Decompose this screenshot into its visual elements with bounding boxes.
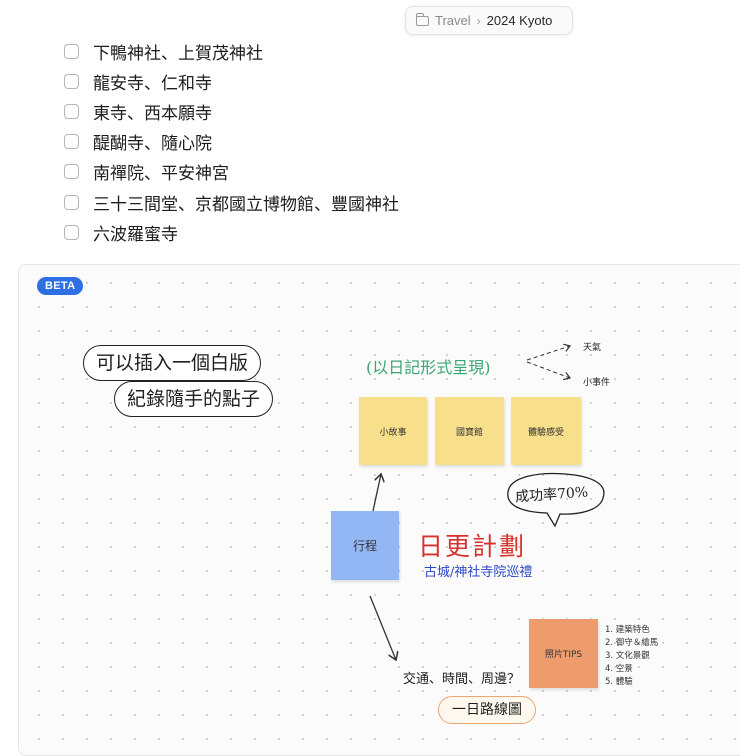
checkbox-icon[interactable] (64, 164, 79, 180)
todo-item[interactable]: 南禪院、平安神宮 (64, 157, 399, 187)
checkbox-icon[interactable] (64, 103, 79, 119)
beta-badge: BETA (37, 277, 84, 295)
speech-bubble-outline (507, 472, 605, 528)
breadcrumb-parent[interactable]: Travel (435, 13, 471, 28)
whiteboard-canvas[interactable] (18, 264, 740, 756)
branch-label[interactable]: 天氣 (583, 343, 602, 353)
branch-label[interactable]: 小事件 (583, 378, 611, 388)
tips-list-item: 1. 建築特色 (605, 625, 650, 635)
checkbox-icon[interactable] (64, 224, 79, 240)
route-map-pill[interactable]: 一日路線圖 (438, 696, 536, 724)
handwriting-day-plan[interactable]: 日更計劃 (418, 532, 527, 561)
transport-note[interactable]: 交通、時間、周邊？ (403, 672, 521, 687)
checkbox-icon[interactable] (64, 134, 79, 150)
todo-item[interactable]: 三十三間堂、京都國立博物館、豐國神社 (64, 187, 399, 217)
todo-item-label: 下鴨神社、上賀茂神社 (93, 43, 263, 64)
todo-item-label: 六波羅蜜寺 (93, 224, 178, 245)
tips-list-item: 5. 體驗 (605, 677, 633, 687)
arrow-down (369, 595, 396, 660)
checkbox-icon[interactable] (64, 194, 79, 210)
todo-list: 下鴨神社、上賀茂神社 龍安寺、仁和寺 東寺、西本願寺 醍醐寺、隨心院 南禪院、平… (64, 36, 399, 247)
arrow-up (372, 474, 381, 512)
checkbox-icon[interactable] (64, 73, 79, 89)
sticky-note-itinerary[interactable]: 行程 (331, 511, 399, 580)
tips-list-item: 4. 空景 (605, 664, 633, 674)
sticky-note[interactable]: 國寶館 (435, 397, 504, 465)
todo-item[interactable]: 六波羅蜜寺 (64, 217, 399, 247)
todo-item-label: 南禪院、平安神宮 (93, 164, 229, 185)
branch-arrow (526, 361, 570, 378)
sticky-note[interactable]: 小故事 (359, 397, 427, 465)
tips-list-item: 2. 御守＆繪馬 (605, 638, 659, 648)
whiteboard-connectors (369, 0, 605, 740)
sticky-note[interactable]: 體驗感受 (511, 397, 581, 465)
todo-item[interactable]: 東寺、西本願寺 (64, 96, 399, 126)
todo-item-label: 醍醐寺、隨心院 (93, 134, 212, 155)
folder-icon (416, 12, 429, 26)
tips-list-item: 3. 文化景觀 (605, 651, 650, 661)
breadcrumb[interactable]: Travel › 2024 Kyoto (405, 6, 573, 35)
tips-list[interactable]: 1. 建築特色 2. 御守＆繪馬 3. 文化景觀 4. 空景 5. 體驗 (605, 624, 658, 689)
checkbox-icon[interactable] (64, 43, 79, 59)
whiteboard-pill-note[interactable]: 可以插入一個白版 (83, 345, 262, 381)
todo-item[interactable]: 下鴨神社、上賀茂神社 (64, 36, 399, 66)
todo-item-label: 三十三間堂、京都國立博物館、豐國神社 (93, 194, 399, 215)
chevron-right-icon: › (476, 13, 481, 28)
handwriting-diary[interactable]: (以日記形式呈現) (366, 358, 491, 377)
todo-item-label: 龍安寺、仁和寺 (93, 73, 212, 94)
handwriting-day-plan-sub[interactable]: 古城/神社寺院巡禮 (424, 565, 533, 580)
branch-arrow (526, 346, 570, 361)
sticky-note-photo-tips[interactable]: 照片TIPS (529, 619, 598, 688)
breadcrumb-current: 2024 Kyoto (486, 13, 553, 28)
todo-item[interactable]: 醍醐寺、隨心院 (64, 127, 399, 157)
todo-item[interactable]: 龍安寺、仁和寺 (64, 66, 399, 96)
whiteboard-pill-note[interactable]: 紀錄隨手的點子 (114, 381, 274, 417)
todo-item-label: 東寺、西本願寺 (93, 103, 212, 124)
